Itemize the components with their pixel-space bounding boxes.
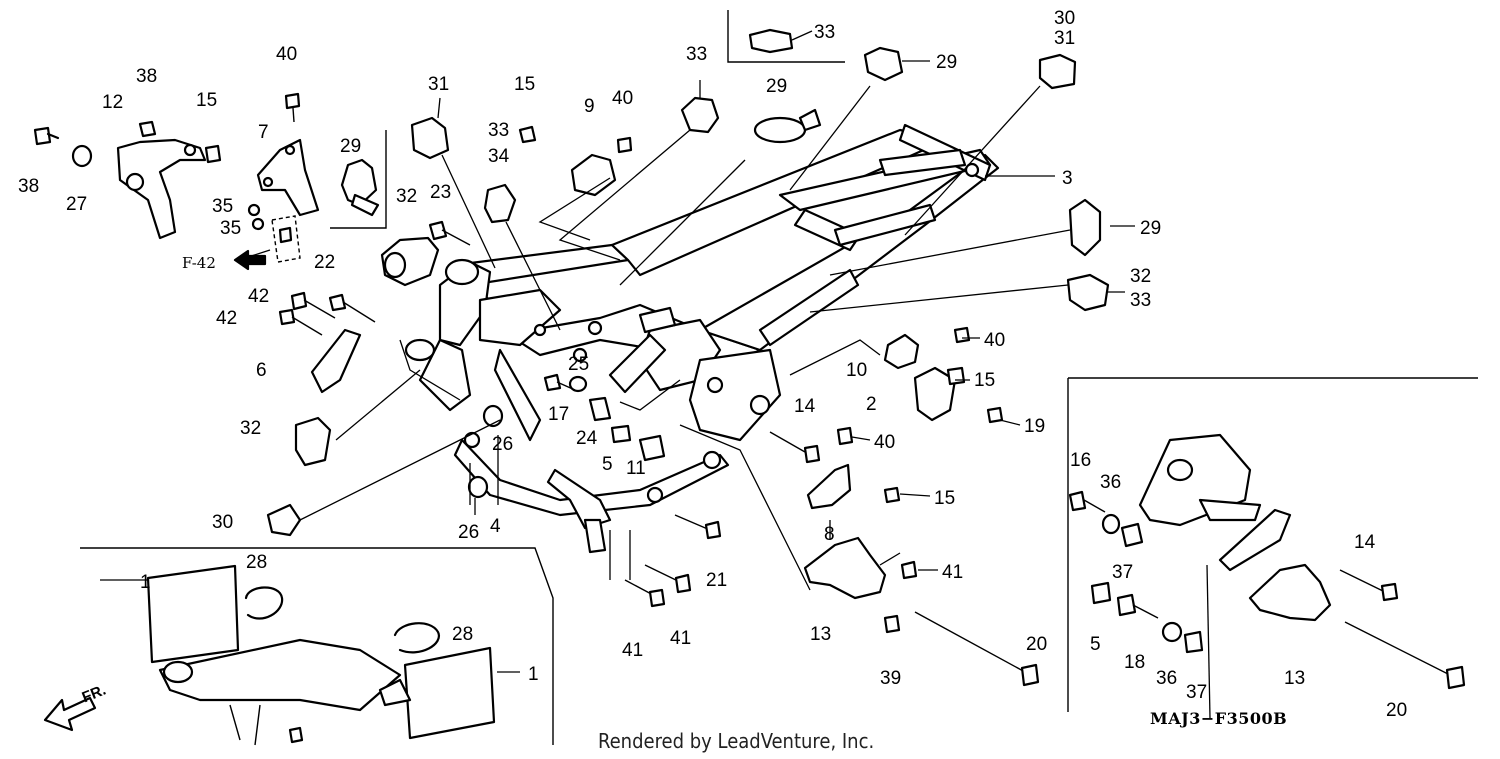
callout-21: 21 (706, 570, 727, 591)
callout-13: 13 (1284, 668, 1305, 689)
right-inset (1068, 433, 1466, 690)
callout-28: 28 (452, 624, 473, 645)
callout-6: 6 (256, 360, 267, 381)
callout-15: 15 (514, 74, 535, 95)
callout-29: 29 (936, 52, 957, 73)
callout-36: 36 (1156, 668, 1177, 689)
callout-30: 30 (1054, 8, 1075, 29)
callout-31: 31 (428, 74, 449, 95)
callout-17: 17 (548, 404, 569, 425)
callout-labels: 38 27 12 38 15 7 40 29 35 35 31 32 23 22… (18, 8, 1407, 721)
callout-15: 15 (934, 488, 955, 509)
callout-34: 34 (488, 146, 510, 167)
callout-10: 10 (846, 360, 867, 381)
callout-11: 11 (626, 458, 646, 479)
callout-25: 25 (568, 354, 589, 375)
callout-38: 38 (136, 66, 157, 87)
callout-12: 12 (102, 92, 123, 113)
callout-38: 38 (18, 176, 39, 197)
callout-29: 29 (1140, 218, 1161, 239)
callout-35: 35 (220, 218, 241, 239)
callout-7: 7 (258, 122, 269, 143)
callout-13: 13 (810, 624, 831, 645)
main-frame (404, 123, 1000, 442)
callout-19: 19 (1024, 416, 1045, 437)
callout-41: 41 (622, 640, 643, 661)
callout-33: 33 (686, 44, 707, 65)
reference-arrow-icon (233, 249, 267, 271)
callout-4: 4 (490, 516, 501, 537)
callout-40: 40 (984, 330, 1005, 351)
callout-28: 28 (246, 552, 267, 573)
callout-40: 40 (874, 432, 895, 453)
callout-3: 3 (1062, 168, 1073, 189)
reference-label: F-42 (182, 254, 216, 272)
callout-18: 18 (1124, 652, 1145, 673)
callout-2: 2 (866, 394, 877, 415)
callout-5: 5 (1090, 634, 1101, 655)
callout-42: 42 (248, 286, 269, 307)
callout-37: 37 (1186, 682, 1207, 703)
callout-5: 5 (602, 454, 613, 475)
callout-26: 26 (492, 434, 513, 455)
callout-29: 29 (340, 136, 361, 157)
small-parts (33, 28, 1110, 687)
callout-33: 33 (488, 120, 509, 141)
callout-33: 33 (814, 22, 835, 43)
callout-14: 14 (794, 396, 816, 417)
callout-35: 35 (212, 196, 233, 217)
callout-26: 26 (458, 522, 479, 543)
callout-15: 15 (196, 90, 217, 111)
callout-36: 36 (1100, 472, 1121, 493)
callout-1: 1 (528, 664, 539, 685)
callout-20: 20 (1026, 634, 1047, 655)
callout-37: 37 (1112, 562, 1133, 583)
callout-16: 16 (1070, 450, 1091, 471)
callout-32: 32 (240, 418, 261, 439)
callout-24: 24 (576, 428, 598, 449)
callout-32: 32 (1130, 266, 1151, 287)
drawing-code: MAJ3−F3500B (1150, 709, 1287, 728)
callout-22: 22 (314, 252, 335, 273)
callout-14: 14 (1354, 532, 1376, 553)
callout-42: 42 (216, 308, 237, 329)
leader-lines (100, 30, 1211, 719)
callout-40: 40 (612, 88, 633, 109)
callout-1: 1 (140, 572, 151, 593)
callout-40: 40 (276, 44, 297, 65)
callout-23: 23 (430, 182, 451, 203)
callout-41: 41 (942, 562, 963, 583)
callout-20: 20 (1386, 700, 1407, 721)
callout-15: 15 (974, 370, 995, 391)
callout-29: 29 (766, 76, 787, 97)
callout-41: 41 (670, 628, 691, 649)
separator-lines (80, 10, 1478, 745)
callout-8: 8 (824, 524, 835, 545)
callout-27: 27 (66, 194, 87, 215)
front-direction-label: FR. (80, 682, 109, 707)
decal-inset (43, 564, 496, 746)
callout-9: 9 (584, 96, 595, 117)
callout-32: 32 (396, 186, 417, 207)
credit-text: Rendered by LeadVenture, Inc. (598, 729, 874, 753)
callout-31: 31 (1054, 28, 1075, 49)
callout-33: 33 (1130, 290, 1151, 311)
callout-30: 30 (212, 512, 233, 533)
callout-39: 39 (880, 668, 901, 689)
